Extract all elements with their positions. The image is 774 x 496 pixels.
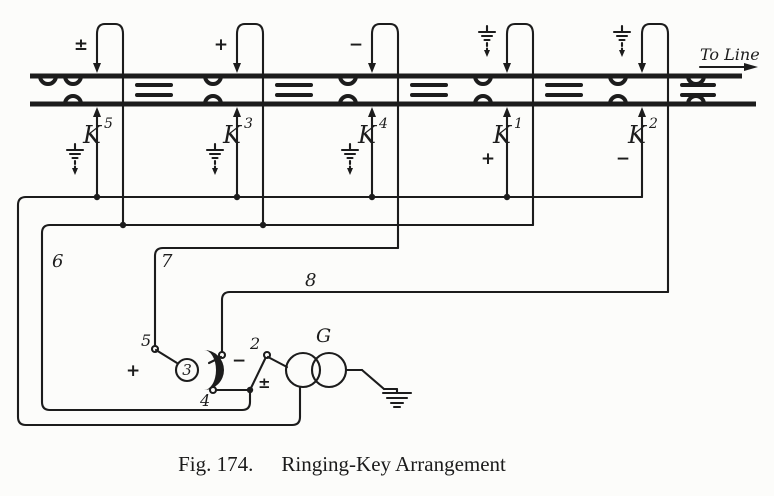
key-label: K bbox=[82, 121, 103, 149]
key-plunger-top-wire bbox=[640, 22, 670, 294]
generator-coil bbox=[284, 351, 322, 389]
key-blade bbox=[207, 355, 223, 365]
key-label-sup: 4 bbox=[378, 116, 388, 132]
key-label-sup: 2 bbox=[648, 116, 658, 132]
wire-label-8: 8 bbox=[305, 270, 316, 291]
hook-icon bbox=[473, 74, 493, 86]
arrow-up-icon bbox=[638, 107, 646, 117]
key-plunger-top-wire bbox=[95, 22, 125, 227]
contact-5 bbox=[150, 344, 160, 354]
key-station-k4: − K 4 bbox=[340, 22, 400, 250]
line-conductors bbox=[30, 73, 756, 107]
junction-dot bbox=[119, 221, 127, 229]
key-label-sup: 3 bbox=[244, 116, 253, 132]
routing-wires: 6 7 8 bbox=[16, 193, 670, 427]
wire-6 bbox=[40, 223, 535, 412]
ground-icon bbox=[205, 142, 225, 177]
arrow-up-icon bbox=[233, 107, 241, 117]
junction-dot bbox=[233, 193, 241, 201]
ground-icon bbox=[381, 387, 413, 409]
junction-dot bbox=[368, 193, 376, 201]
contact-2-label: 2 bbox=[249, 334, 260, 353]
key-plunger-top-wire bbox=[505, 22, 535, 227]
ground-icon bbox=[340, 142, 360, 177]
hook-icon bbox=[338, 74, 358, 86]
hook-icon bbox=[608, 94, 628, 106]
key-top-symbol: + bbox=[214, 35, 228, 55]
key-label-sup: 5 bbox=[104, 116, 113, 132]
ringing-set: 5 + 3 − 4 2 ± G bbox=[126, 325, 413, 410]
key-plunger-top-wire bbox=[370, 22, 400, 250]
wire-label-6: 6 bbox=[52, 251, 63, 272]
key-blade bbox=[248, 357, 267, 392]
figure-caption-prefix: Fig. 174. bbox=[178, 452, 254, 476]
to-line-label: To Line bbox=[700, 45, 760, 64]
arrow-down-icon bbox=[638, 63, 646, 73]
hook-icon bbox=[338, 94, 358, 106]
common-ground-wire bbox=[16, 195, 644, 427]
key-blade bbox=[154, 348, 179, 365]
arrow-right-icon bbox=[744, 63, 758, 71]
hook-icon bbox=[203, 74, 223, 86]
minus-label: − bbox=[232, 351, 246, 371]
contact-3-ring bbox=[174, 357, 200, 383]
arrow-up-icon bbox=[503, 107, 511, 117]
contact-5-label: 5 bbox=[141, 331, 151, 350]
key-cam bbox=[204, 350, 224, 390]
hook-icon bbox=[473, 94, 493, 106]
junction-dot bbox=[503, 193, 511, 201]
hook-icon bbox=[203, 94, 223, 106]
generator-label: G bbox=[316, 325, 331, 347]
arrow-down-icon bbox=[233, 63, 241, 73]
key-station-k1: + K 1 bbox=[477, 22, 535, 227]
figure-caption: Fig. 174. Ringing-Key Arrangement bbox=[0, 452, 729, 477]
key-bottom-symbol: − bbox=[616, 149, 630, 169]
key-label: K bbox=[492, 121, 513, 149]
arrow-up-icon bbox=[93, 107, 101, 117]
ground-icon bbox=[612, 24, 632, 59]
key-blade bbox=[360, 368, 386, 391]
key-label: K bbox=[357, 121, 378, 149]
contact-4-label: 4 bbox=[199, 391, 210, 410]
key-plunger-top-wire bbox=[235, 22, 265, 227]
junction-dot bbox=[93, 193, 101, 201]
wire bbox=[266, 355, 289, 369]
key-station-k3: + K 3 bbox=[205, 22, 265, 227]
key-top-symbol: ± bbox=[74, 35, 88, 55]
wire-7 bbox=[153, 246, 400, 348]
ground-icon bbox=[65, 142, 85, 177]
contact-2 bbox=[262, 350, 272, 360]
hook-icon bbox=[63, 94, 83, 106]
arrow-down-icon bbox=[503, 63, 511, 73]
arrow-up-icon bbox=[368, 107, 376, 117]
key-station-k5: ± K 5 bbox=[65, 22, 125, 227]
ground-icon bbox=[477, 24, 497, 59]
key-label-sup: 1 bbox=[514, 116, 523, 132]
contact-minus bbox=[217, 350, 227, 360]
junction-dot bbox=[259, 221, 267, 229]
key-station-k2: − K 2 bbox=[612, 22, 670, 294]
ringing-key-diagram: To Line ± K 5 + K 3 − K 4 bbox=[16, 22, 760, 427]
contact-3-label: 3 bbox=[182, 361, 192, 379]
key-label: K bbox=[222, 121, 243, 149]
plus-minus-label: ± bbox=[258, 374, 271, 392]
figure-caption-title: Ringing-Key Arrangement bbox=[281, 452, 506, 476]
hook-icon bbox=[63, 74, 83, 86]
wire-8 bbox=[220, 290, 670, 354]
generator-coil bbox=[310, 351, 348, 389]
arrow-down-icon bbox=[93, 63, 101, 73]
hook-icon bbox=[608, 74, 628, 86]
hook-icon bbox=[38, 74, 58, 86]
arrow-down-icon bbox=[368, 63, 376, 73]
key-bottom-symbol: + bbox=[481, 149, 495, 169]
key-top-symbol: − bbox=[349, 35, 363, 55]
to-line: To Line bbox=[698, 45, 760, 71]
wire-label-7: 7 bbox=[161, 251, 173, 272]
key-label: K bbox=[627, 121, 648, 149]
plus-label: + bbox=[126, 361, 140, 381]
